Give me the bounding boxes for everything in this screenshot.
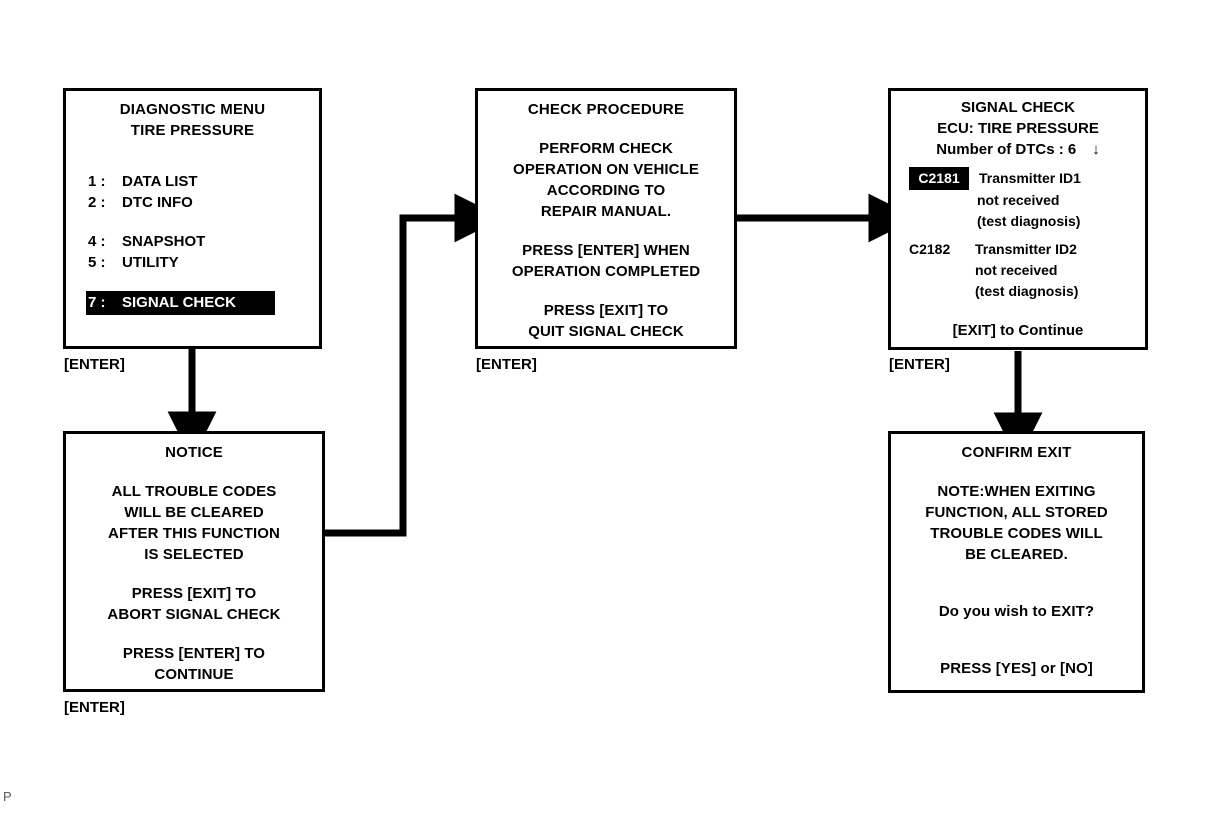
- menu-item-signal-check-selected[interactable]: 7 : SIGNAL CHECK: [86, 291, 275, 315]
- notice-body-line: IS SELECTED: [144, 546, 244, 563]
- panel-check-procedure: CHECK PROCEDURE PERFORM CHECK OPERATION …: [475, 88, 737, 349]
- signal-check-ecu-line: ECU: TIRE PRESSURE: [937, 120, 1099, 137]
- menu-item-label: UTILITY: [122, 254, 179, 271]
- spacer: [478, 222, 734, 240]
- diagnostic-menu-list: 1 : DATA LIST 2 : DTC INFO 4 : SNAPSHOT …: [66, 171, 319, 315]
- menu-gap: [86, 213, 319, 231]
- keycap-enter-notice: [ENTER]: [64, 699, 125, 716]
- dtc-code-selected: C2181: [909, 167, 969, 190]
- menu-item-label: SNAPSHOT: [122, 233, 206, 250]
- confirm-exit-body-line: FUNCTION, ALL STORED: [925, 504, 1108, 521]
- check-procedure-body-line: ACCORDING TO: [546, 182, 666, 199]
- dtc-count-label: Number of DTCs : 6: [936, 141, 1077, 158]
- spacer: [478, 282, 734, 300]
- menu-item-label: DATA LIST: [122, 173, 198, 190]
- notice-title: NOTICE: [165, 444, 223, 461]
- dtc-entry-c2182[interactable]: C2182 Transmitter ID2 not received (test…: [891, 239, 1145, 302]
- notice-abort-line: ABORT SIGNAL CHECK: [107, 606, 281, 623]
- keycap-enter-check-procedure: [ENTER]: [476, 356, 537, 373]
- menu-item-label: DTC INFO: [122, 194, 193, 211]
- menu-item-label: SIGNAL CHECK: [122, 294, 236, 311]
- dtc-entry-c2181[interactable]: C2181 Transmitter ID1 not received (test…: [891, 167, 1145, 232]
- check-procedure-title: CHECK PROCEDURE: [527, 101, 685, 118]
- panel-notice: NOTICE ALL TROUBLE CODES WILL BE CLEARED…: [63, 431, 325, 692]
- check-procedure-enter-line: OPERATION COMPLETED: [511, 263, 701, 280]
- dtc-description-line2: not received: [977, 192, 1060, 208]
- notice-continue-line: CONTINUE: [154, 666, 234, 683]
- notice-continue-line: PRESS [ENTER] TO: [122, 645, 266, 662]
- check-procedure-body-line: OPERATION ON VEHICLE: [513, 161, 699, 178]
- menu-item-utility[interactable]: 5 : UTILITY: [86, 252, 319, 273]
- spacer: [891, 648, 1142, 658]
- menu-item-number: 5 :: [88, 254, 106, 271]
- menu-item-number: 4 :: [88, 233, 106, 250]
- panel-confirm-exit: CONFIRM EXIT NOTE:WHEN EXITING FUNCTION,…: [888, 431, 1145, 693]
- signal-check-title: SIGNAL CHECK: [961, 99, 1075, 116]
- arrow-notice-to-check-procedure: [325, 193, 504, 537]
- check-procedure-exit-line: QUIT SIGNAL CHECK: [528, 323, 684, 340]
- keycap-enter-signal-check: [ENTER]: [889, 356, 950, 373]
- spacer: [66, 625, 322, 643]
- confirm-exit-body-line: BE CLEARED.: [965, 546, 1068, 563]
- notice-body-line: AFTER THIS FUNCTION: [108, 525, 280, 542]
- dtc-row[interactable]: C2181 Transmitter ID1: [891, 167, 1145, 190]
- menu-gap: [86, 273, 319, 291]
- dtc-description-line3: (test diagnosis): [975, 283, 1079, 299]
- spacer: [478, 120, 734, 138]
- confirm-exit-title: CONFIRM EXIT: [961, 444, 1072, 461]
- menu-item-dtc-info[interactable]: 2 : DTC INFO: [86, 192, 319, 213]
- dtc-description-line3: (test diagnosis): [977, 213, 1081, 229]
- confirm-exit-body-line: NOTE:WHEN EXITING: [937, 483, 1096, 500]
- menu-item-number: 7 :: [88, 294, 106, 311]
- page-corner-mark: P: [3, 789, 12, 804]
- dtc-description: Transmitter ID1: [979, 170, 1081, 186]
- panel-diagnostic-menu: DIAGNOSTIC MENU TIRE PRESSURE 1 : DATA L…: [63, 88, 322, 349]
- menu-item-snapshot[interactable]: 4 : SNAPSHOT: [86, 231, 319, 252]
- spacer: [891, 622, 1142, 648]
- confirm-exit-body-line: TROUBLE CODES WILL: [930, 525, 1103, 542]
- signal-check-footer: [EXIT] to Continue: [952, 322, 1084, 339]
- menu-item-number: 2 :: [88, 194, 106, 211]
- dtc-code: C2182: [909, 241, 951, 257]
- spacer: [891, 463, 1142, 481]
- check-procedure-body-line: PERFORM CHECK: [539, 140, 673, 157]
- dtc-description: Transmitter ID2: [975, 241, 1077, 257]
- spacer: [891, 565, 1142, 591]
- panel-signal-check: SIGNAL CHECK ECU: TIRE PRESSURE Number o…: [888, 88, 1148, 350]
- menu-item-data-list[interactable]: 1 : DATA LIST: [86, 171, 319, 192]
- spacer: [66, 463, 322, 481]
- keycap-enter-diagnostic-menu: [ENTER]: [64, 356, 125, 373]
- menu-item-number: 1 :: [88, 173, 106, 190]
- notice-body-line: WILL BE CLEARED: [124, 504, 264, 521]
- notice-body-line: ALL TROUBLE CODES: [111, 483, 277, 500]
- spacer: [891, 302, 1145, 320]
- scroll-down-icon[interactable]: ↓: [1092, 141, 1100, 158]
- diagnostic-menu-title-line1: DIAGNOSTIC MENU: [119, 101, 266, 118]
- dtc-row[interactable]: C2182 Transmitter ID2: [891, 239, 1145, 260]
- check-procedure-body-line: REPAIR MANUAL.: [540, 203, 672, 220]
- confirm-exit-question: Do you wish to EXIT?: [938, 603, 1095, 620]
- check-procedure-enter-line: PRESS [ENTER] WHEN: [522, 242, 690, 259]
- signal-check-dtc-count-row: Number of DTCs : 6 ↓: [891, 139, 1145, 160]
- spacer: [891, 591, 1142, 601]
- dtc-description-line2: not received: [975, 262, 1058, 278]
- notice-abort-line: PRESS [EXIT] TO: [131, 585, 257, 602]
- confirm-exit-prompt[interactable]: PRESS [YES] or [NO]: [940, 660, 1093, 677]
- diagnostic-menu-title-line2: TIRE PRESSURE: [130, 122, 255, 139]
- spacer: [66, 565, 322, 583]
- check-procedure-exit-line: PRESS [EXIT] TO: [543, 302, 669, 319]
